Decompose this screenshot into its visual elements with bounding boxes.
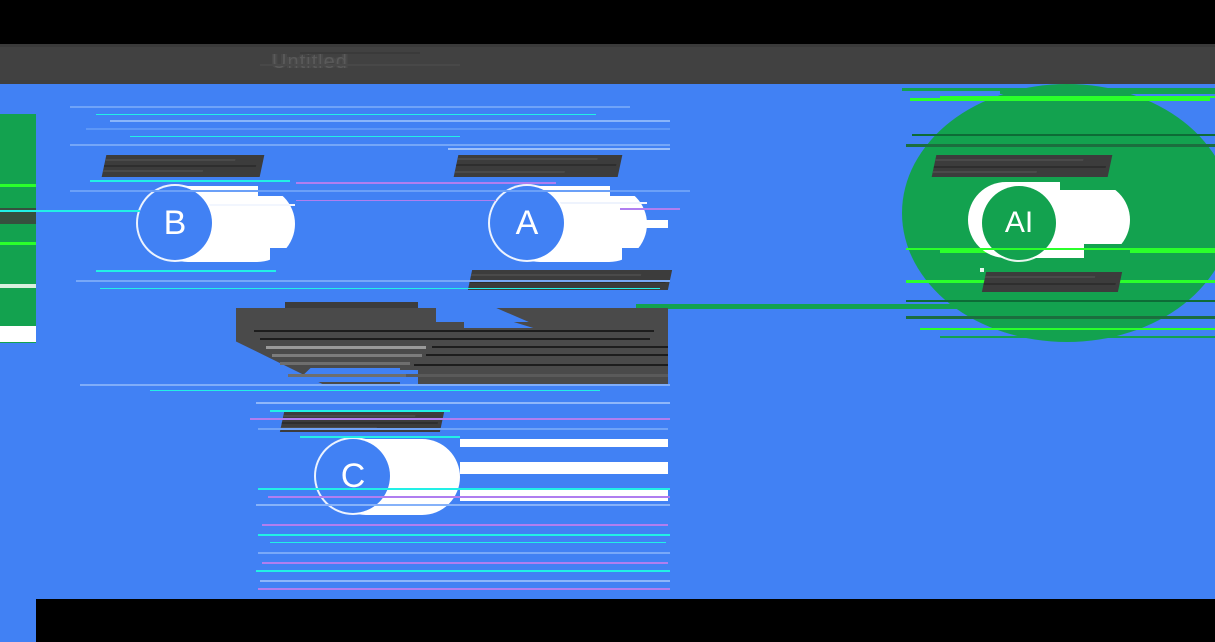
- node-ai-glitch: [1000, 90, 1215, 94]
- label-b-top: [101, 155, 265, 177]
- glitch-scanline: [256, 504, 670, 506]
- top-letterbox: [0, 0, 1215, 44]
- glitch-scanline: [70, 144, 670, 146]
- glitch-scanline: [70, 106, 630, 108]
- header-glitch-slab: [0, 80, 1215, 84]
- node-ai-glitch: [906, 144, 1215, 147]
- edge-b-to-a: [285, 302, 418, 308]
- glitch-scanline: [296, 182, 556, 184]
- body-paragraph-block: [236, 308, 668, 384]
- node-c-glitch: [460, 462, 668, 474]
- node-b-glitch: [270, 248, 295, 262]
- bottom-letterbox: [0, 599, 1215, 642]
- glitch-scanline: [96, 114, 596, 115]
- node-c-badge[interactable]: C: [316, 439, 390, 513]
- node-c-glitch: [460, 489, 668, 501]
- header-glitch-slab: [260, 64, 460, 66]
- glitch-scanline: [262, 524, 668, 526]
- glitch-scanline: [90, 180, 290, 182]
- offscreen-green-card-glitch: [0, 326, 36, 342]
- node-a-glitch: [622, 248, 647, 262]
- glitch-scanline: [260, 580, 670, 582]
- glitch-scanline: [296, 200, 496, 201]
- node-ai-pill-glitch: [1084, 244, 1130, 258]
- glitch-scanline: [300, 436, 460, 438]
- node-a-badge[interactable]: A: [490, 186, 564, 260]
- glitch-scanline: [86, 128, 670, 130]
- glitch-scanline: [96, 270, 276, 272]
- node-a-glitch: [502, 202, 647, 204]
- offscreen-green-card-glitch: [0, 184, 36, 187]
- node-a-badge-label: A: [515, 203, 539, 242]
- node-ai-badge-label: AI: [1004, 206, 1034, 239]
- glitch-scanline: [130, 136, 460, 137]
- edge-a-to-ai: [636, 304, 966, 309]
- node-b-badge[interactable]: B: [138, 186, 212, 260]
- glitch-scanline: [262, 562, 668, 564]
- header-glitch-slab: [300, 52, 420, 54]
- node-ai-badge-top[interactable]: AI: [982, 186, 1056, 260]
- glitch-scanline: [258, 588, 670, 590]
- offscreen-green-card-glitch: [0, 242, 36, 245]
- glitch-scanline: [258, 552, 670, 554]
- label-a-top: [453, 155, 623, 177]
- label-ai-bottom: [981, 272, 1123, 292]
- bottom-left-blue-nub: [0, 599, 36, 642]
- window-title: Untitled: [272, 51, 348, 73]
- glitch-scanline: [110, 120, 670, 122]
- glitch-scanline: [270, 542, 666, 543]
- window-header-bar: Untitled: [0, 44, 1215, 84]
- offscreen-green-card-glitch: [0, 284, 36, 288]
- node-c-glitch: [460, 439, 668, 447]
- glitch-scanline: [256, 402, 670, 404]
- glitch-scanline: [256, 570, 670, 572]
- node-a-glitch: [610, 186, 647, 196]
- offscreen-green-card[interactable]: [0, 114, 36, 343]
- node-b-badge-label: B: [163, 203, 187, 242]
- node-ai-glitch: [906, 316, 1215, 319]
- glitch-scanline: [258, 534, 670, 536]
- offscreen-green-card-label: [0, 208, 36, 224]
- header-glitch-slab: [0, 44, 1215, 47]
- node-ai-pill-glitch: [1060, 182, 1130, 190]
- node-c-badge-label: C: [340, 456, 366, 495]
- node-a-glitch: [628, 220, 668, 228]
- diagram-canvas: B A C AI: [0, 84, 1215, 599]
- label-a-bottom: [467, 270, 673, 290]
- glitch-scanline: [150, 390, 600, 391]
- node-ai-glitch: [910, 98, 1210, 101]
- node-b-glitch: [258, 186, 295, 196]
- glitch-scanline: [80, 384, 670, 386]
- glitch-scanline: [448, 148, 670, 150]
- label-c-top: [279, 412, 445, 432]
- label-ai-top: [931, 155, 1113, 177]
- node-b-glitch: [150, 204, 295, 206]
